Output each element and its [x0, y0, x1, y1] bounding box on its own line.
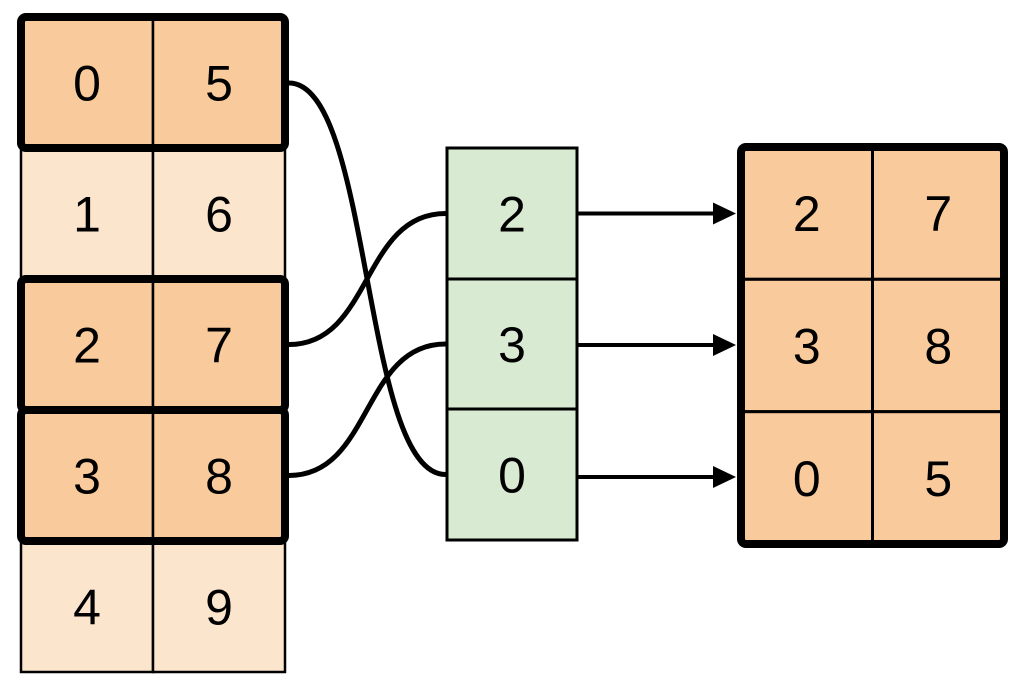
index-value: 2 — [498, 187, 526, 243]
result-table: 2 7 3 8 0 5 — [737, 143, 1008, 548]
index-cell-0 — [445, 146, 579, 281]
arrow-index0-to-result0 — [578, 202, 736, 225]
source-row-0: 0 5 — [17, 13, 289, 152]
source-row-3: 3 8 — [17, 406, 289, 545]
result-arrows — [578, 202, 736, 488]
source-cell-2-0 — [19, 277, 155, 412]
source-value: 7 — [205, 318, 233, 374]
source-row-1: 1 6 — [19, 146, 287, 281]
source-row-0-highlight-border — [17, 13, 289, 152]
result-value: 3 — [793, 319, 821, 375]
result-cell-1-1 — [871, 277, 1006, 414]
arrowhead-icon — [713, 334, 736, 356]
result-value: 7 — [924, 186, 952, 242]
result-table-border — [737, 143, 1008, 548]
source-value: 0 — [73, 56, 101, 112]
result-value: 0 — [793, 451, 821, 507]
index-column: 2 3 0 — [445, 146, 579, 542]
source-cell-0-1 — [151, 15, 287, 150]
result-cell-1-0 — [739, 277, 874, 414]
result-value: 2 — [793, 186, 821, 242]
source-cell-3-0 — [19, 408, 155, 543]
source-row-4: 4 9 — [19, 539, 287, 674]
source-cell-4-1 — [151, 539, 287, 674]
result-value: 5 — [924, 451, 952, 507]
source-cell-1-1 — [151, 146, 287, 281]
source-value: 4 — [73, 580, 101, 636]
source-value: 3 — [73, 449, 101, 505]
arrow-index2-to-result2 — [578, 466, 736, 488]
source-table: 1 6 4 9 0 5 2 7 — [17, 13, 289, 674]
connector-curves — [286, 80, 448, 478]
source-row-2: 2 7 — [17, 275, 289, 414]
index-cell-1 — [445, 277, 579, 411]
index-value: 3 — [498, 317, 526, 373]
arrowhead-icon — [713, 466, 736, 488]
source-value: 6 — [205, 187, 233, 243]
index-cell-2 — [445, 407, 579, 542]
source-row-3-highlight-border — [17, 406, 289, 545]
source-value: 5 — [205, 56, 233, 112]
result-cell-2-1 — [871, 410, 1006, 546]
source-value: 1 — [73, 187, 101, 243]
source-value: 2 — [73, 318, 101, 374]
source-value: 9 — [205, 580, 233, 636]
result-value: 8 — [924, 319, 952, 375]
result-cell-2-0 — [739, 410, 874, 546]
curve-source-row2-to-index-2 — [286, 211, 448, 347]
arrow-index1-to-result1 — [578, 334, 736, 356]
arrowhead-icon — [713, 202, 736, 225]
index-value: 0 — [498, 448, 526, 504]
curve-source-row3-to-index-3 — [286, 341, 448, 478]
source-value: 8 — [205, 449, 233, 505]
